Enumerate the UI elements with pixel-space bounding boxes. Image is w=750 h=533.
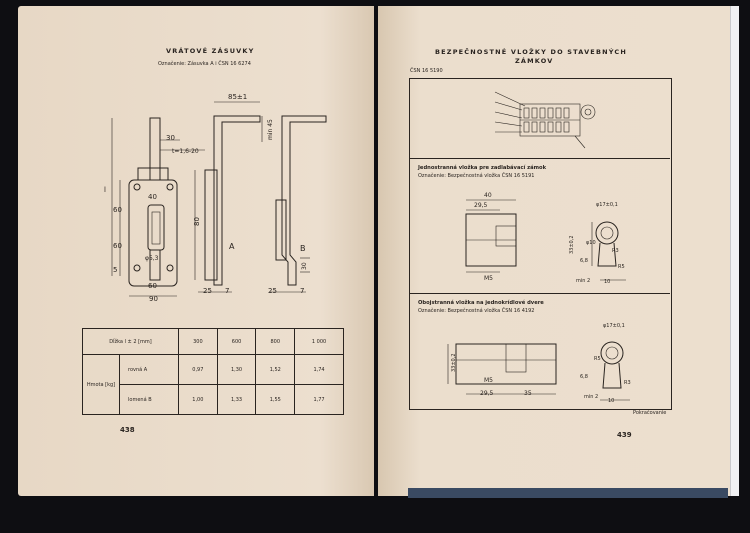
label-90: 90 — [149, 295, 158, 303]
table-cell: 1,74 — [294, 354, 344, 385]
right-page-standard: ČSN 16 5190 — [410, 68, 443, 74]
dim: R5 — [594, 356, 601, 362]
label-B: B — [300, 244, 306, 253]
dim: R5 — [618, 264, 625, 270]
cylinder-exploded-view — [494, 91, 596, 149]
frame-divider-2 — [409, 293, 670, 294]
left-page-title: VRÁTOVÉ ZÁSUVKY — [166, 47, 255, 55]
dim: 10 — [604, 279, 610, 285]
table-header-cell: 1 000 — [294, 328, 344, 355]
label-5: 5 — [113, 266, 117, 274]
dim: 29,5 — [480, 390, 494, 397]
table-cell: 1,33 — [216, 384, 257, 415]
dim: 6,8 — [580, 374, 588, 380]
section1-title: Jednostranná vložka pre zadlabávací zámo… — [418, 165, 547, 171]
label-85: 85±1 — [228, 93, 247, 101]
right-page-title-2: ZÁMKOV — [515, 57, 554, 65]
dim: 33±0,2 — [451, 353, 457, 372]
dim: φ10 — [586, 240, 596, 246]
right-page-number: 439 — [617, 431, 632, 439]
label-t: t=1,6-20 — [172, 148, 199, 155]
label-25b: 25 — [268, 287, 277, 295]
dim: min 2 — [576, 278, 590, 284]
weight-table: Dĺžka l ± 2 [mm] 300 600 800 1 000 Hmota… — [82, 328, 344, 415]
left-page-subtitle: Označenie: Zásuvka A i ČSN 16 6274 — [158, 61, 251, 67]
table-row-label: rovná A — [119, 354, 179, 385]
section2-designation: Označenie: Bezpečnostná vložka ČSN 16 41… — [418, 308, 535, 314]
section2-title: Obojstranná vložka na jednokrídlové dver… — [418, 300, 544, 306]
label-phi: φ5,3 — [145, 255, 159, 262]
table-cell: 0,97 — [178, 354, 218, 385]
dim: M5 — [484, 275, 493, 282]
continuation-note: Pokračovanie — [633, 410, 667, 416]
bolt-side-view-a — [194, 101, 263, 293]
label-30: 30 — [166, 134, 175, 142]
dim: M5 — [484, 377, 493, 384]
dim: φ17±0,1 — [603, 323, 625, 329]
dim: φ17±0,1 — [596, 202, 618, 208]
label-60c: 60 — [148, 282, 157, 290]
dim: R3 — [612, 248, 619, 254]
bolt-side-view-b — [270, 115, 327, 293]
label-40: 40 — [148, 193, 157, 201]
cover-strip — [408, 488, 728, 498]
dim: 40 — [484, 192, 492, 199]
page-edge — [730, 6, 739, 496]
label-30b: 30 — [301, 262, 308, 270]
label-80: 80 — [193, 217, 201, 226]
label-60a: 60 — [113, 206, 122, 214]
label-min45: min 45 — [267, 119, 274, 140]
table-cell: 1,77 — [294, 384, 344, 415]
frame-divider-1 — [409, 158, 670, 159]
lock-figure-frame — [409, 78, 672, 410]
dim: 35 — [524, 390, 532, 397]
left-page-number: 438 — [120, 426, 135, 434]
table-row-group-label: Hmota [kg] — [82, 354, 120, 415]
dim: 6,8 — [580, 258, 588, 264]
label-A: A — [229, 242, 235, 251]
table-cell: 1,00 — [178, 384, 218, 415]
right-page-title-1: BEZPEČNOSTNÉ VLOŽKY DO STAVEBNÝCH — [435, 48, 628, 56]
dim: min 2 — [584, 394, 598, 400]
double-cylinder-drawing — [447, 341, 630, 401]
dim: 10 — [608, 398, 614, 404]
label-25a: 25 — [203, 287, 212, 295]
dim: R3 — [624, 380, 631, 386]
label-60b: 60 — [113, 242, 122, 250]
label-7a: 7 — [225, 287, 229, 295]
label-7b: 7 — [300, 287, 304, 295]
bolt-front-view — [111, 117, 205, 297]
table-row-label: lomená B — [119, 384, 179, 415]
single-cylinder-drawing — [465, 199, 626, 281]
section1-designation: Označenie: Bezpečnostná vložka ČSN 16 51… — [418, 173, 535, 179]
table-header-cell: 600 — [216, 328, 257, 355]
dim: 33±0,2 — [569, 235, 575, 254]
label-l: l — [104, 186, 106, 194]
dim: 29,5 — [474, 202, 488, 209]
